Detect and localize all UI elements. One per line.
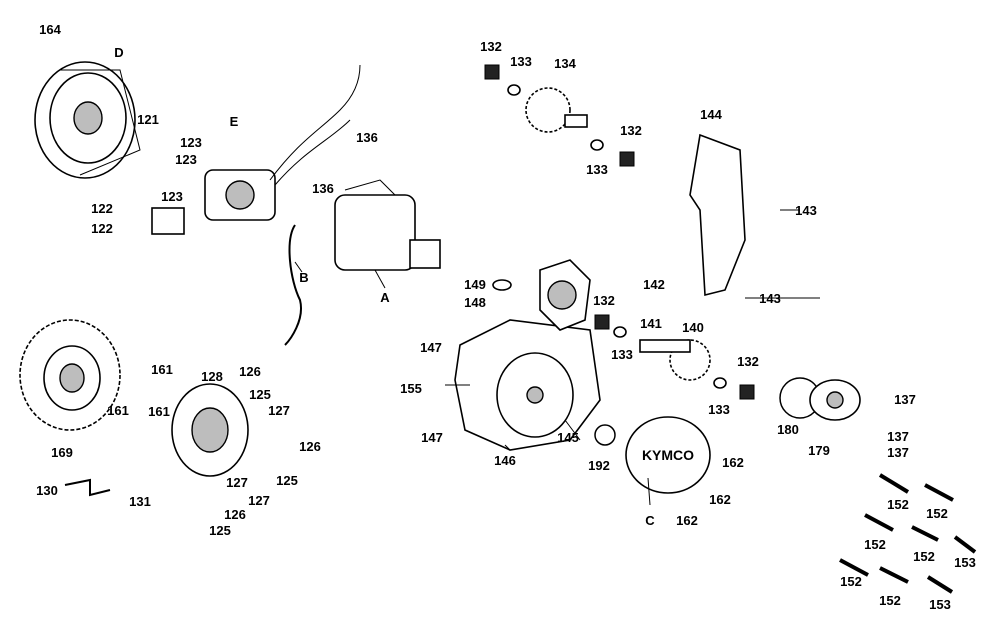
part-label: 147 (420, 340, 442, 355)
cover-144-part (689, 133, 746, 297)
part-label: 131 (129, 494, 151, 509)
part-label: 192 (588, 458, 610, 473)
part-label: 133 (708, 402, 730, 417)
side-cover-part: KYMCO (625, 416, 711, 494)
part-label: 126 (224, 507, 246, 522)
part-label: 162 (709, 492, 731, 507)
part-label: 152 (879, 593, 901, 608)
part-label: 153 (929, 597, 951, 612)
part-label: 137 (887, 429, 909, 444)
part-label: 147 (421, 430, 443, 445)
part-label: 152 (840, 574, 862, 589)
part-label: 134 (554, 56, 576, 71)
part-label: 148 (464, 295, 486, 310)
part-label: 179 (808, 443, 830, 458)
part-label: 161 (148, 404, 170, 419)
flywheel-part (34, 61, 141, 179)
part-label: 125 (209, 523, 231, 538)
part-label: 143 (759, 291, 781, 306)
washers (507, 84, 727, 389)
part-label: 127 (226, 475, 248, 490)
part-label: 152 (887, 497, 909, 512)
part-label: 141 (640, 316, 662, 331)
part-label: 122 (91, 221, 113, 236)
bolts-152-153 (839, 473, 977, 594)
plate-179-part (779, 377, 861, 421)
part-label: 123 (180, 135, 202, 150)
part-label: 180 (777, 422, 799, 437)
part-label: A (380, 290, 390, 305)
part-label: 162 (722, 455, 744, 470)
part-label: 121 (137, 112, 159, 127)
part-label: 123 (161, 189, 183, 204)
part-label: D (114, 45, 124, 60)
leader-lines (294, 209, 820, 506)
part-label: 146 (494, 453, 516, 468)
gear-housing-part (492, 259, 591, 331)
starter-clutch-part (171, 383, 249, 477)
part-label: 136 (356, 130, 378, 145)
oring-192-part (594, 424, 616, 446)
wire-harness-part (284, 224, 302, 346)
part-label: 132 (737, 354, 759, 369)
part-label: 164 (39, 22, 61, 37)
part-label: 161 (151, 362, 173, 377)
part-label: 125 (276, 473, 298, 488)
part-label: 132 (620, 123, 642, 138)
part-label: 127 (268, 403, 290, 418)
part-label: 127 (248, 493, 270, 508)
part-label: 128 (201, 369, 223, 384)
part-label: E (229, 114, 239, 129)
part-label: 126 (299, 439, 321, 454)
part-label: 137 (894, 392, 916, 407)
part-label: 144 (700, 107, 722, 122)
part-label: 142 (643, 277, 665, 292)
part-label: 126 (239, 364, 261, 379)
part-label: 140 (682, 320, 704, 335)
part-label: 123 (175, 152, 197, 167)
part-label: 169 (51, 445, 73, 460)
part-label: 162 (676, 513, 698, 528)
kymco-logo: KYMCO (642, 447, 694, 463)
stator-part (151, 64, 361, 235)
part-label: 161 (107, 403, 129, 418)
ring-gear-part (19, 319, 121, 431)
part-label: C (645, 513, 655, 528)
part-label: 137 (887, 445, 909, 460)
part-label: 133 (611, 347, 633, 362)
part-label: 145 (557, 430, 579, 445)
bracket-part (64, 478, 111, 497)
part-label: 125 (249, 387, 271, 402)
part-label: 143 (795, 203, 817, 218)
part-label: 122 (91, 201, 113, 216)
part-label: 133 (510, 54, 532, 69)
part-label: 152 (864, 537, 886, 552)
part-label: 149 (464, 277, 486, 292)
part-label: 152 (926, 506, 948, 521)
part-label: 136 (312, 181, 334, 196)
shaft-141-part (639, 339, 691, 353)
part-label: 130 (36, 483, 58, 498)
part-label: 152 (913, 549, 935, 564)
part-label: B (299, 270, 309, 285)
bearings (484, 64, 755, 400)
part-label: 132 (593, 293, 615, 308)
part-label: 132 (480, 39, 502, 54)
part-label: 153 (954, 555, 976, 570)
gear-134-part (525, 87, 588, 133)
part-label: 133 (586, 162, 608, 177)
crankcase-cover-part (454, 319, 601, 451)
starter-motor-part (334, 179, 441, 271)
part-label: 155 (400, 381, 422, 396)
